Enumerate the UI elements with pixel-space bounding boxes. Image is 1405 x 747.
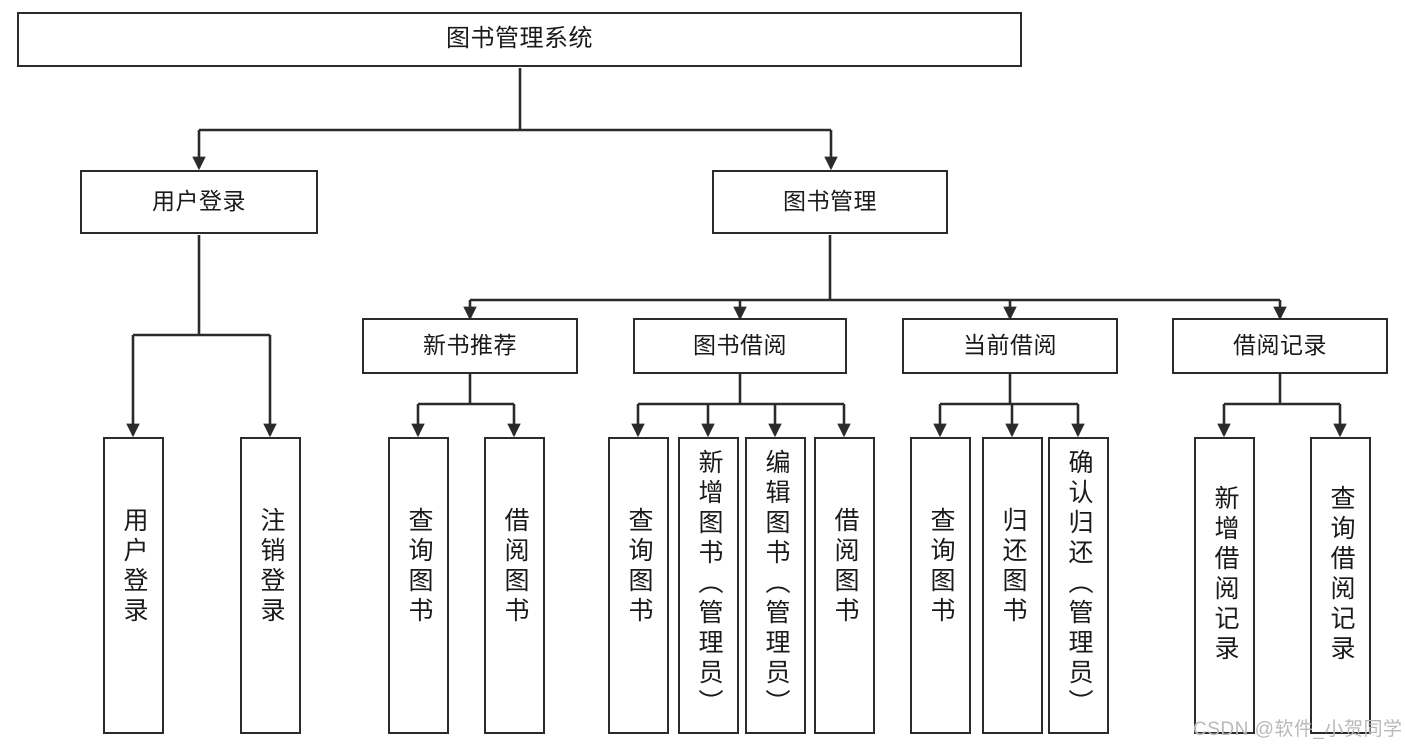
leaf-borrow-book-2-label: 借阅图书 (831, 507, 859, 627)
leaf-confirm-return-label: 确认归还（管理员） (1065, 449, 1093, 719)
node-root[interactable]: 图书管理系统 (17, 12, 1022, 67)
node-borrow-record[interactable]: 借阅记录 (1172, 318, 1388, 374)
leaf-query-book-3-label: 查询图书 (927, 507, 955, 627)
leaf-borrow-book-2[interactable]: 借阅图书 (814, 437, 875, 734)
leaf-return-book[interactable]: 归还图书 (982, 437, 1043, 734)
leaf-query-book-2[interactable]: 查询图书 (608, 437, 669, 734)
leaf-edit-book[interactable]: 编辑图书（管理员） (745, 437, 806, 734)
leaf-add-record-label: 新增借阅记录 (1211, 485, 1239, 665)
leaf-borrow-book-1-label: 借阅图书 (501, 507, 529, 627)
leaf-logout[interactable]: 注销登录 (240, 437, 301, 734)
leaf-return-book-label: 归还图书 (999, 507, 1027, 627)
leaf-add-book[interactable]: 新增图书（管理员） (678, 437, 739, 734)
leaf-add-record[interactable]: 新增借阅记录 (1194, 437, 1255, 734)
node-book-borrow[interactable]: 图书借阅 (633, 318, 847, 374)
leaf-query-book-3[interactable]: 查询图书 (910, 437, 971, 734)
node-new-book-recommend[interactable]: 新书推荐 (362, 318, 578, 374)
node-user-login[interactable]: 用户登录 (80, 170, 318, 234)
node-root-label: 图书管理系统 (446, 25, 593, 53)
node-current-borrow[interactable]: 当前借阅 (902, 318, 1118, 374)
leaf-borrow-book-1[interactable]: 借阅图书 (484, 437, 545, 734)
node-borrow-record-label: 借阅记录 (1233, 332, 1327, 359)
node-user-login-label: 用户登录 (152, 188, 246, 215)
leaf-query-record[interactable]: 查询借阅记录 (1310, 437, 1371, 734)
node-book-manage[interactable]: 图书管理 (712, 170, 948, 234)
leaf-user-login[interactable]: 用户登录 (103, 437, 164, 734)
leaf-edit-book-label: 编辑图书（管理员） (762, 449, 790, 719)
leaf-query-book-1[interactable]: 查询图书 (388, 437, 449, 734)
node-book-borrow-label: 图书借阅 (693, 332, 787, 359)
node-new-book-recommend-label: 新书推荐 (423, 332, 517, 359)
leaf-logout-label: 注销登录 (257, 507, 285, 627)
node-current-borrow-label: 当前借阅 (963, 332, 1057, 359)
leaf-user-login-label: 用户登录 (120, 507, 148, 627)
leaf-query-record-label: 查询借阅记录 (1327, 485, 1355, 665)
leaf-add-book-label: 新增图书（管理员） (695, 449, 723, 719)
leaf-query-book-2-label: 查询图书 (625, 507, 653, 627)
leaf-query-book-1-label: 查询图书 (405, 507, 433, 627)
leaf-confirm-return[interactable]: 确认归还（管理员） (1048, 437, 1109, 734)
node-book-manage-label: 图书管理 (783, 188, 877, 215)
